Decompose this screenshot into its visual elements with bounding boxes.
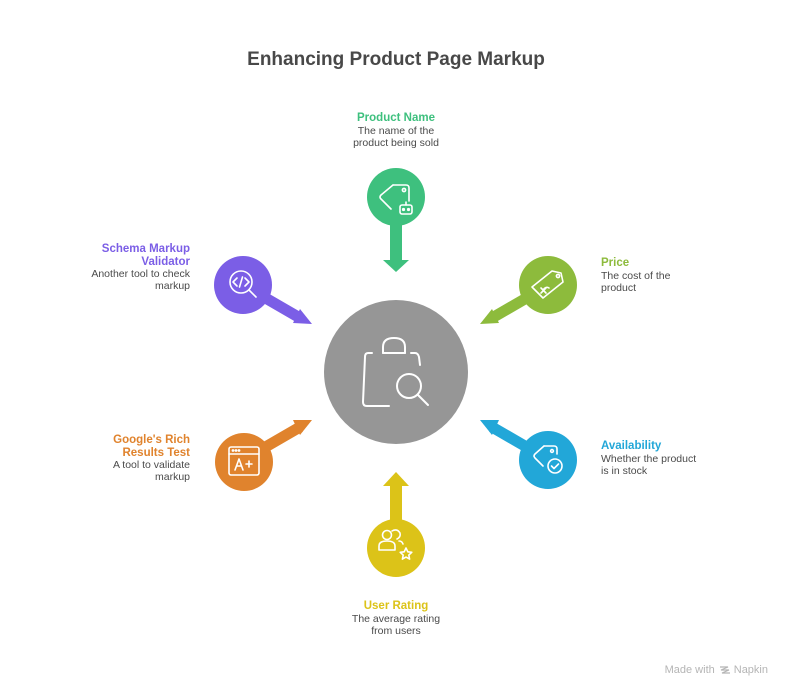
- label-title: User Rating: [363, 600, 429, 612]
- label-availability: Availability Whether the product is in s…: [601, 440, 741, 477]
- node-user-rating: [367, 472, 425, 577]
- shopping-bag-search-icon: [362, 337, 429, 407]
- label-desc-line: from users: [371, 624, 421, 637]
- node-product-name: [367, 168, 425, 272]
- label-schema-validator: Schema Markup Validator Another tool to …: [50, 243, 190, 292]
- napkin-brand-text: Napkin: [733, 664, 768, 676]
- label-desc-line: Whether the product: [601, 452, 697, 465]
- label-title: Schema Markup: [101, 243, 190, 255]
- label-user-rating: User Rating The average rating from user…: [330, 600, 462, 637]
- code-search-icon: [229, 270, 257, 298]
- center-node: [324, 300, 468, 444]
- napkin-logo-icon: [719, 665, 730, 674]
- label-desc-line: markup: [154, 280, 190, 292]
- label-title: Google's Rich: [113, 434, 190, 446]
- napkin-watermark[interactable]: Made with Napkin: [665, 664, 768, 676]
- label-title: Product Name: [357, 112, 435, 124]
- label-desc-line: A tool to validate: [112, 459, 190, 471]
- tag-check-icon: [533, 445, 563, 474]
- price-tag-icon: [531, 270, 564, 299]
- made-with-text: Made with: [664, 664, 715, 676]
- label-title: Validator: [141, 255, 190, 268]
- node-availability: [480, 420, 577, 489]
- label-desc-line: product being sold: [353, 136, 439, 149]
- label-desc-line: The name of the: [357, 124, 435, 137]
- label-title: Results Test: [122, 446, 190, 459]
- browser-grade-icon: [228, 446, 260, 476]
- node-schema-validator: [214, 256, 312, 324]
- label-desc-line: The cost of the: [601, 269, 671, 282]
- diagram-title: Enhancing Product Page Markup: [247, 49, 545, 70]
- label-rich-results: Google's Rich Results Test A tool to val…: [60, 434, 190, 483]
- label-desc-line: markup: [154, 471, 190, 483]
- label-price: Price The cost of the product: [601, 257, 731, 294]
- tag-robot-icon: [379, 184, 413, 215]
- node-price: [480, 256, 577, 324]
- label-desc-line: Another tool to check: [91, 268, 190, 280]
- label-product-name: Product Name The name of the product bei…: [330, 112, 462, 149]
- label-desc-line: product: [601, 281, 637, 294]
- label-desc-line: is in stock: [601, 464, 648, 477]
- label-title: Availability: [601, 440, 662, 452]
- node-rich-results: [215, 420, 312, 491]
- label-desc-line: The average rating: [351, 612, 441, 625]
- label-title: Price: [601, 257, 630, 269]
- users-star-icon: [378, 529, 413, 560]
